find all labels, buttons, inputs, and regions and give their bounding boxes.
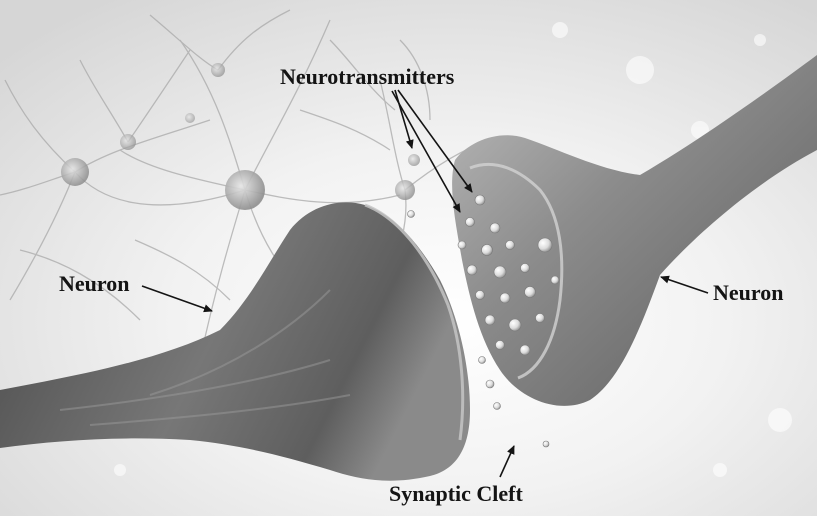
label-synaptic-cleft: Synaptic Cleft: [389, 483, 523, 505]
label-neuron-right: Neuron: [713, 282, 784, 304]
label-neuron-left: Neuron: [59, 273, 130, 295]
label-neurotransmitters: Neurotransmitters: [280, 66, 454, 88]
